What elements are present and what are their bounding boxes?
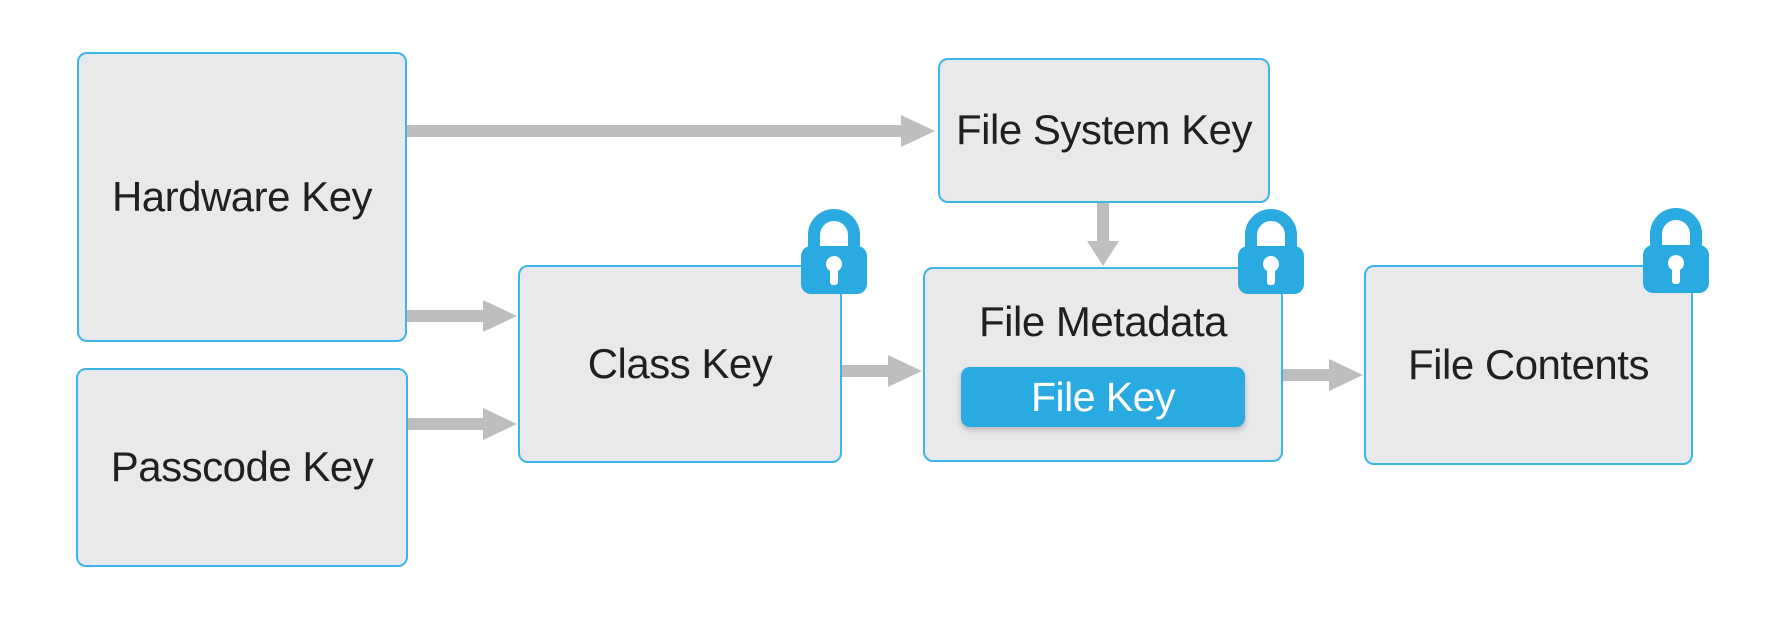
arrow-shaft [842,365,888,377]
arrow-hardware-key-to-file-system-key [407,115,935,147]
lock-icon [801,209,867,294]
arrowhead-right-icon [901,115,935,147]
node-class-key: Class Key [518,265,842,463]
file-key-chip-label: File Key [1030,373,1176,420]
arrowhead-right-icon [483,408,517,440]
node-file-contents: File Contents [1364,265,1693,465]
arrowhead-right-icon [483,300,517,332]
arrow-hardware-key-to-class-key [407,300,517,332]
lock-icon [1643,208,1709,293]
arrow-shaft [407,125,901,137]
arrow-shaft [1097,203,1109,241]
node-passcode-key: Passcode Key [76,368,408,567]
file-key-chip: File Key [961,367,1245,428]
node-file-metadata: File Metadata File Key [923,267,1283,462]
node-file-contents-label: File Contents [1408,340,1649,388]
node-file-system-key-label: File System Key [956,106,1252,154]
arrow-file-system-key-to-file-metadata [1087,203,1119,266]
arrowhead-down-icon [1087,241,1119,266]
node-file-system-key: File System Key [938,58,1270,203]
node-passcode-key-label: Passcode Key [110,443,374,491]
node-hardware-key-label: Hardware Key [111,172,373,220]
arrow-passcode-key-to-class-key [408,408,517,440]
node-class-key-label: Class Key [587,339,773,387]
arrowhead-right-icon [1329,359,1363,391]
arrow-file-metadata-to-file-contents [1283,359,1363,391]
arrowhead-right-icon [888,355,922,387]
arrow-shaft [1283,369,1329,381]
node-file-metadata-label: File Metadata [979,298,1227,345]
lock-icon [1238,209,1304,294]
arrow-shaft [407,310,483,322]
arrow-shaft [408,418,483,430]
node-hardware-key: Hardware Key [77,52,407,342]
arrow-class-key-to-file-metadata [842,355,922,387]
